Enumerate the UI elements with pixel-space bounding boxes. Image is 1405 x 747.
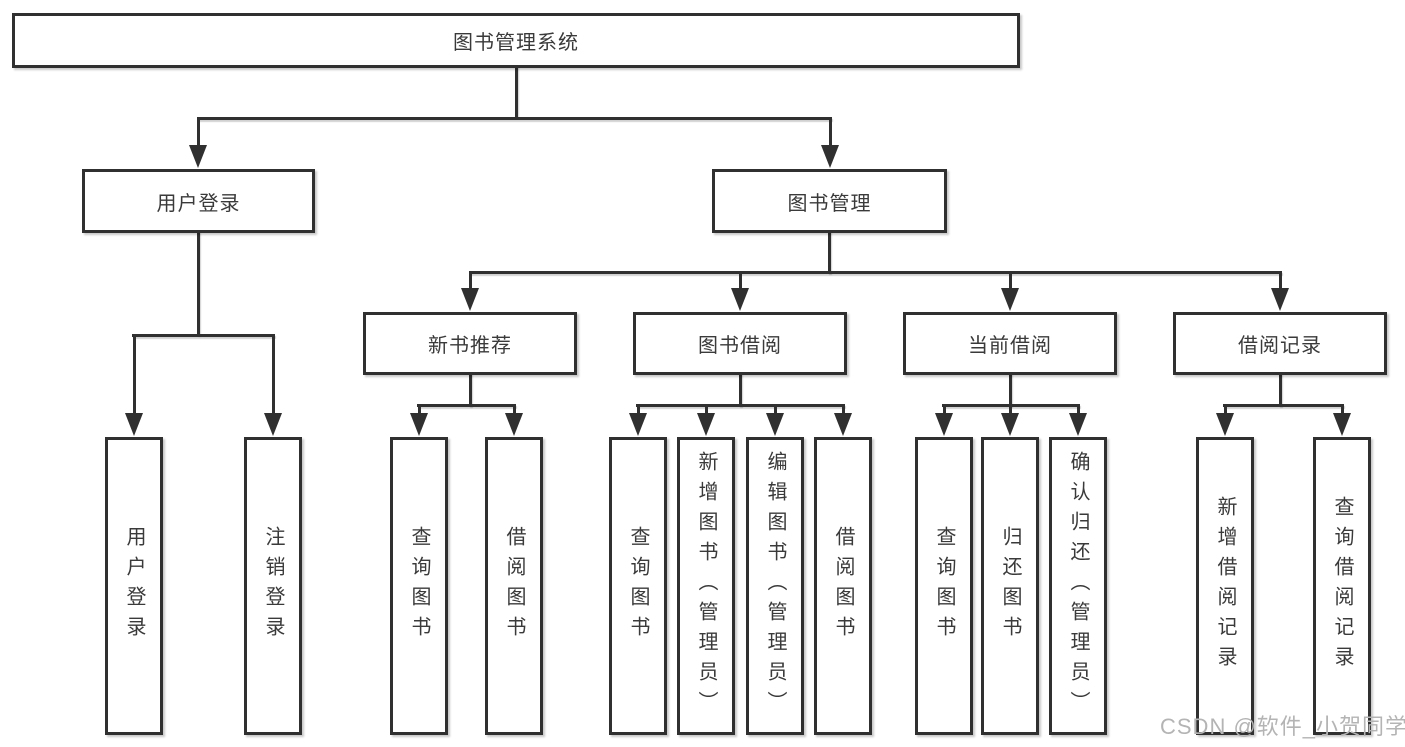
leaf-borrow-books: 借阅图书 (814, 437, 872, 735)
node-book-management-label: 图书管理 (787, 192, 872, 215)
leaf-user-login: 用户登录 (105, 437, 163, 735)
leaf-return-books-label: 归还图书 (999, 526, 1021, 646)
leaf-logout: 注销登录 (244, 437, 302, 735)
node-current-borrow-label: 当前借阅 (968, 335, 1052, 357)
connector-line (739, 374, 742, 407)
connector-line (469, 271, 1282, 274)
leaf-edit-books-admin: 编辑图书（管理员） (746, 437, 804, 735)
connector-line (515, 66, 518, 118)
node-root-label: 图书管理系统 (453, 32, 579, 54)
leaf-query-books-current: 查询图书 (915, 437, 973, 735)
connector-line (1009, 374, 1012, 407)
leaf-query-books-borrow-label: 查询图书 (627, 526, 649, 646)
node-root: 图书管理系统 (12, 13, 1020, 68)
node-book-borrow: 图书借阅 (633, 312, 847, 375)
leaf-borrow-books-recommend-label: 借阅图书 (503, 526, 525, 646)
connector-line (1223, 404, 1344, 407)
connector-line (197, 232, 200, 336)
leaf-borrow-books-recommend: 借阅图书 (485, 437, 543, 735)
connector-line (469, 374, 472, 407)
leaf-user-login-label: 用户登录 (123, 526, 145, 646)
leaf-query-books-recommend: 查询图书 (390, 437, 448, 735)
leaf-confirm-return-admin-label: 确认归还（管理员） (1067, 451, 1089, 721)
leaf-add-books-admin: 新增图书（管理员） (677, 437, 735, 735)
leaf-add-books-admin-label: 新增图书（管理员） (695, 451, 717, 721)
node-new-book-recommend: 新书推荐 (363, 312, 577, 375)
node-new-book-recommend-label: 新书推荐 (428, 335, 512, 357)
leaf-add-borrow-record: 新增借阅记录 (1196, 437, 1254, 735)
connector-line (197, 117, 832, 120)
leaf-query-books-borrow: 查询图书 (609, 437, 667, 735)
connector-line (1279, 374, 1282, 407)
connector-line (828, 232, 831, 274)
node-borrow-records: 借阅记录 (1173, 312, 1387, 375)
connector-line (942, 404, 1080, 407)
node-book-borrow-label: 图书借阅 (698, 335, 782, 357)
leaf-confirm-return-admin: 确认归还（管理员） (1049, 437, 1107, 735)
connector-line (417, 404, 516, 407)
leaf-query-books-recommend-label: 查询图书 (408, 526, 430, 646)
leaf-query-books-current-label: 查询图书 (933, 526, 955, 646)
connector-line (132, 334, 275, 337)
node-current-borrow: 当前借阅 (903, 312, 1117, 375)
connector-line (636, 404, 845, 407)
leaf-query-borrow-record: 查询借阅记录 (1313, 437, 1371, 735)
node-user-login-label: 用户登录 (156, 192, 241, 215)
leaf-query-borrow-record-label: 查询借阅记录 (1331, 496, 1353, 676)
node-book-management: 图书管理 (712, 169, 947, 233)
watermark: CSDN @软件_小贺同学 (1160, 714, 1405, 739)
leaf-borrow-books-label: 借阅图书 (832, 526, 854, 646)
leaf-logout-label: 注销登录 (262, 526, 284, 646)
leaf-add-borrow-record-label: 新增借阅记录 (1214, 496, 1236, 676)
node-borrow-records-label: 借阅记录 (1238, 335, 1322, 357)
leaf-edit-books-admin-label: 编辑图书（管理员） (764, 451, 786, 721)
node-user-login: 用户登录 (82, 169, 315, 233)
leaf-return-books: 归还图书 (981, 437, 1039, 735)
